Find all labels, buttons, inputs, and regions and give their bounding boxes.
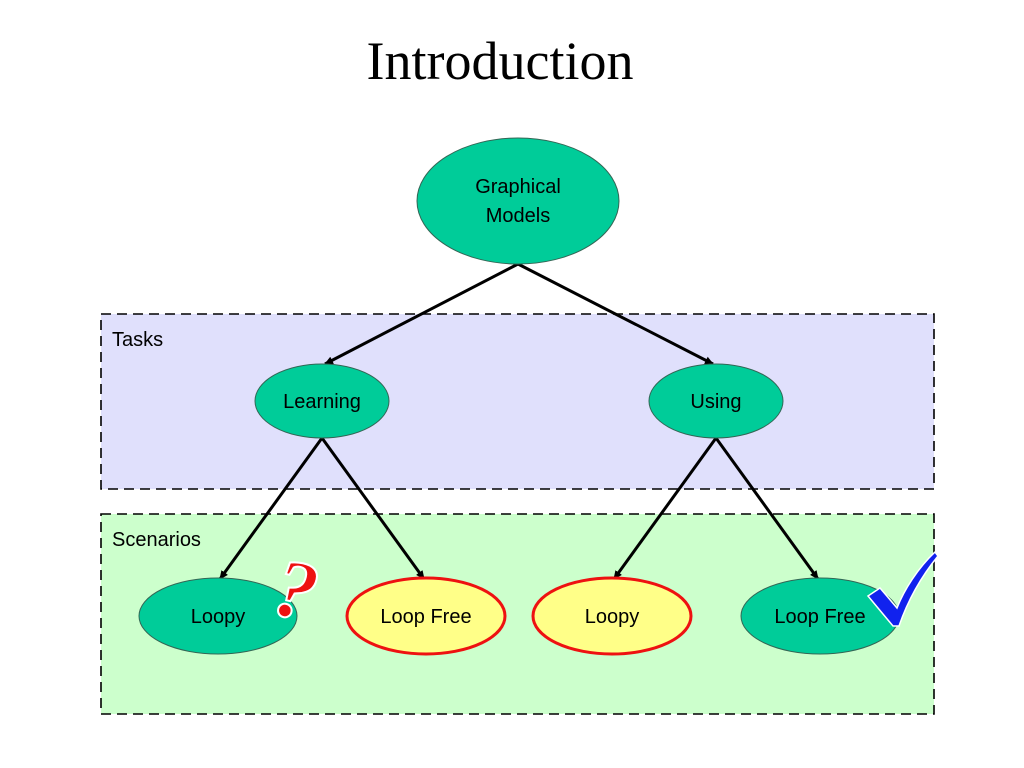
tasks-region — [100, 313, 935, 490]
question-mark-icon: ? — [266, 541, 326, 641]
node-learning-label: Learning — [283, 391, 361, 413]
edge-learning-loopfree — [320, 437, 426, 580]
scenarios-region-label: Scenarios — [112, 529, 201, 551]
node-learning-loopy: Loopy — [138, 577, 298, 655]
node-learning-loop-free-label: Loop Free — [380, 606, 471, 628]
edge-learning-loopy — [218, 437, 324, 580]
edge-using-loopfree — [714, 437, 820, 580]
node-using-loop-free: Loop Free — [740, 577, 900, 655]
node-using-loop-free-label: Loop Free — [774, 606, 865, 628]
edge-root-learning — [324, 262, 519, 366]
node-graphical-models-line2: Models — [486, 205, 550, 227]
node-using: Using — [648, 363, 784, 439]
check-mark-icon — [866, 550, 939, 627]
node-using-label: Using — [690, 391, 741, 413]
node-using-loopy: Loopy — [531, 576, 693, 656]
slide-title: Introduction — [366, 31, 634, 91]
tasks-region-label: Tasks — [112, 329, 163, 351]
node-graphical-models-line1: Graphical — [475, 176, 561, 198]
node-learning-loopy-label: Loopy — [191, 606, 246, 628]
node-using-loopy-label: Loopy — [585, 606, 640, 628]
node-learning-loop-free: Loop Free — [345, 576, 507, 656]
node-graphical-models: Graphical Models — [416, 137, 620, 265]
edge-using-loopy — [612, 437, 718, 580]
node-learning: Learning — [254, 363, 390, 439]
edge-root-using — [517, 262, 714, 366]
edges — [218, 262, 820, 580]
